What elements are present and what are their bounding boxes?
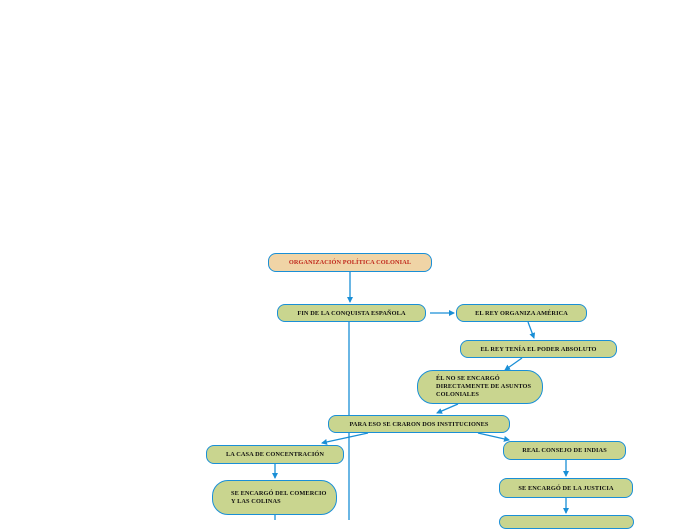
node-real-consejo[interactable]: REAL CONSEJO DE INDIAS [503, 441, 626, 460]
node-partial-bottom [499, 515, 634, 529]
node-instituciones[interactable]: PARA ESO SE CRARON DOS INSTITUCIONES [328, 415, 510, 433]
edge-poder-to-no-encargo [504, 357, 523, 371]
node-comercio[interactable]: SE ENCARGÓ DEL COMERCIO Y LAS COLINAS [212, 480, 337, 515]
title-node[interactable]: ORGANIZACIÓN POLÍTICA COLONIAL [268, 253, 432, 272]
edge-rey-organiza-to-poder [527, 321, 536, 339]
edge-instituciones-to-consejo [477, 432, 510, 442]
edge-instituciones-to-casa [321, 432, 369, 445]
node-rey-organiza[interactable]: EL REY ORGANIZA AMÉRICA [456, 304, 587, 322]
edge-no-encargo-to-instituciones [436, 403, 459, 414]
node-fin-conquista[interactable]: FIN DE LA CONQUISTA ESPAÑOLA [277, 304, 426, 322]
node-rey-poder[interactable]: EL REY TENÍA EL PODER ABSOLUTO [460, 340, 617, 358]
node-casa-concentracion[interactable]: LA CASA DE CONCENTRACIÓN [206, 445, 344, 464]
node-no-encargo[interactable]: ÉL NO SE ENCARGÓ DIRECTAMENTE DE ASUNTOS… [417, 370, 543, 404]
node-justicia[interactable]: SE ENCARGÓ DE LA JUSTICIA [499, 478, 633, 498]
